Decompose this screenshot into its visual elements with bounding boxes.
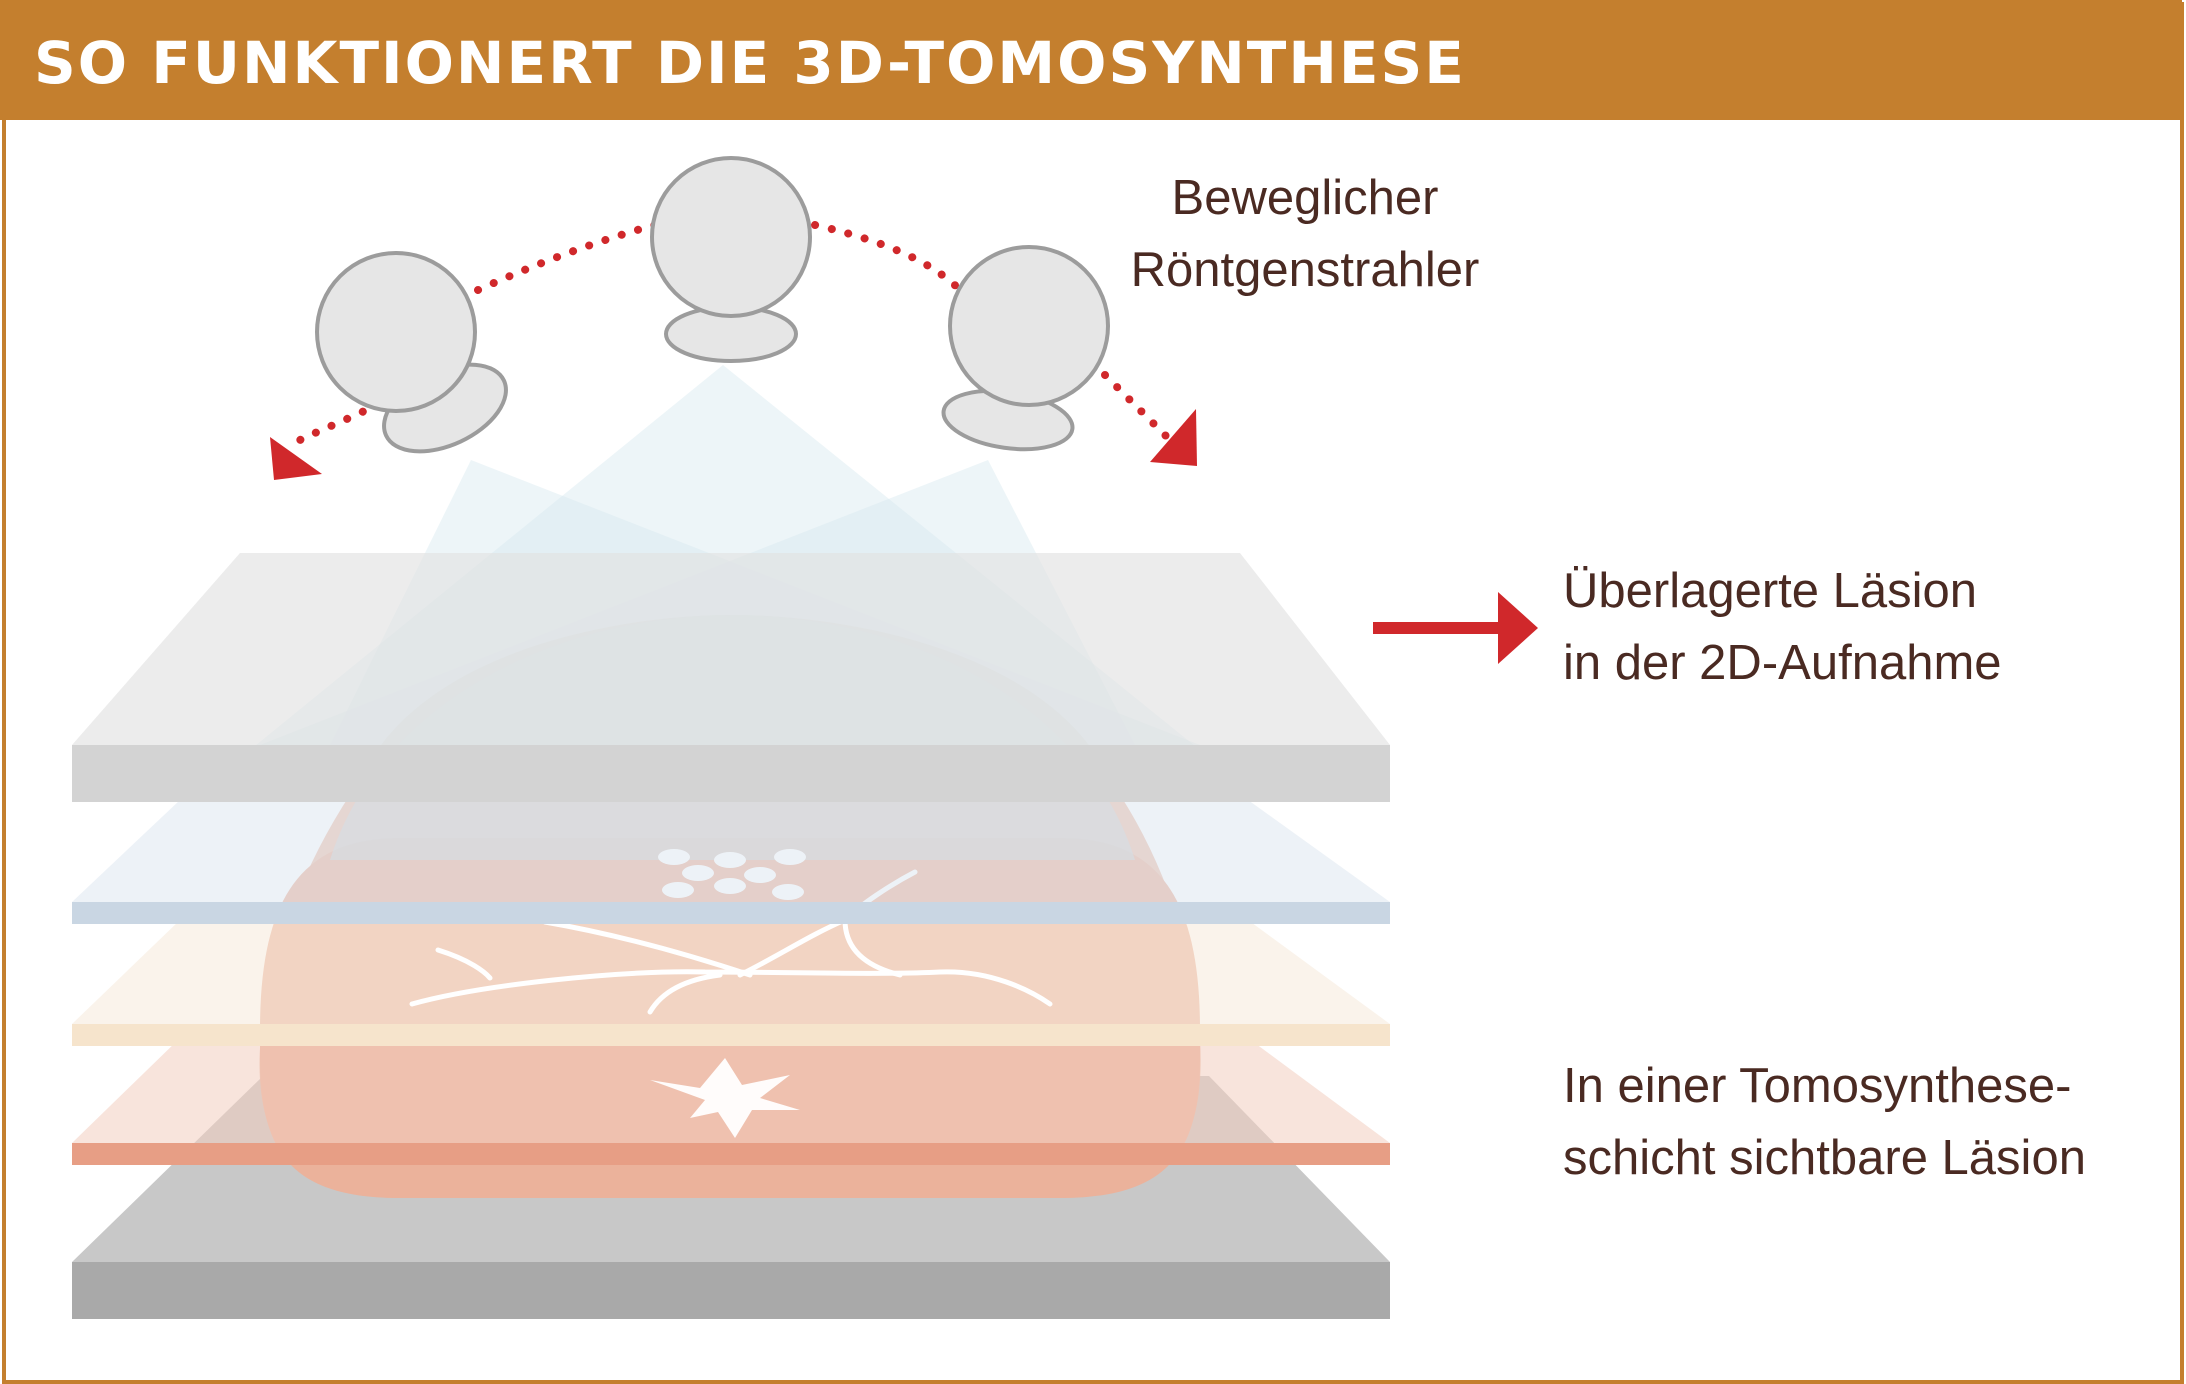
label-slice-line-1: In einer Tomosynthese- — [1563, 1059, 2072, 1113]
label-superimposed-line-2: in der 2D-Aufnahme — [1563, 636, 2002, 690]
label-superimposed-lesion: Überlagerte Läsion in der 2D-Aufnahme — [1563, 555, 2002, 699]
slice-layer-blue — [72, 800, 1390, 924]
xray-emitter-left — [315, 251, 508, 454]
xray-emitter-center — [650, 156, 812, 363]
label-slice-line-2: schicht sichtbare Läsion — [1563, 1131, 2086, 1185]
label-emitter-line-2: Röntgenstrahler — [1130, 243, 1480, 297]
header-bar: SO FUNKTIONERT DIE 3D-TOMOSYNTHESE — [0, 0, 2182, 120]
slice-layer-beige — [72, 920, 1390, 1046]
label-emitter: Beweglicher Röntgenstrahler — [1125, 162, 1485, 306]
compression-paddle — [72, 553, 1390, 802]
label-slice-lesion: In einer Tomosynthese- schicht sichtbare… — [1563, 1050, 2086, 1194]
arc-arrowheads — [270, 409, 1197, 480]
lesion-star — [650, 1058, 800, 1138]
pointer-arrow — [1373, 592, 1538, 664]
label-superimposed-line-1: Überlagerte Läsion — [1563, 564, 1978, 618]
page-title: SO FUNKTIONERT DIE 3D-TOMOSYNTHESE — [34, 29, 1466, 97]
movement-arc — [296, 221, 1174, 444]
xray-emitter-right — [941, 245, 1110, 452]
label-emitter-line-1: Beweglicher — [1171, 171, 1439, 225]
